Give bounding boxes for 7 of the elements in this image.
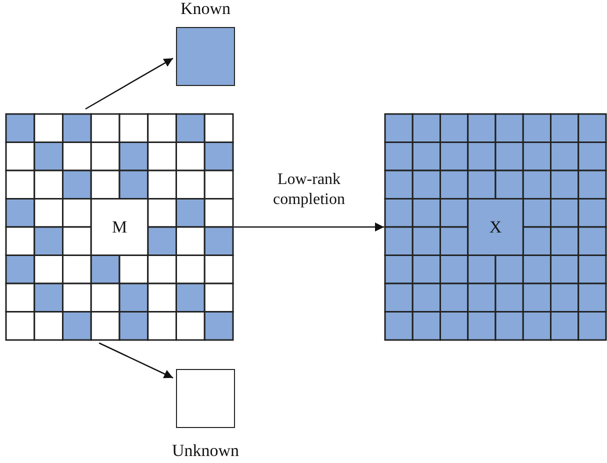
matrix-label: X [489,218,502,236]
arrow [85,58,174,110]
arrow [234,222,384,232]
arrow [98,342,174,378]
entry-type-label: Known [180,0,231,17]
entry-type-label: Unknown [172,442,240,459]
matrix-label: M [112,218,128,236]
